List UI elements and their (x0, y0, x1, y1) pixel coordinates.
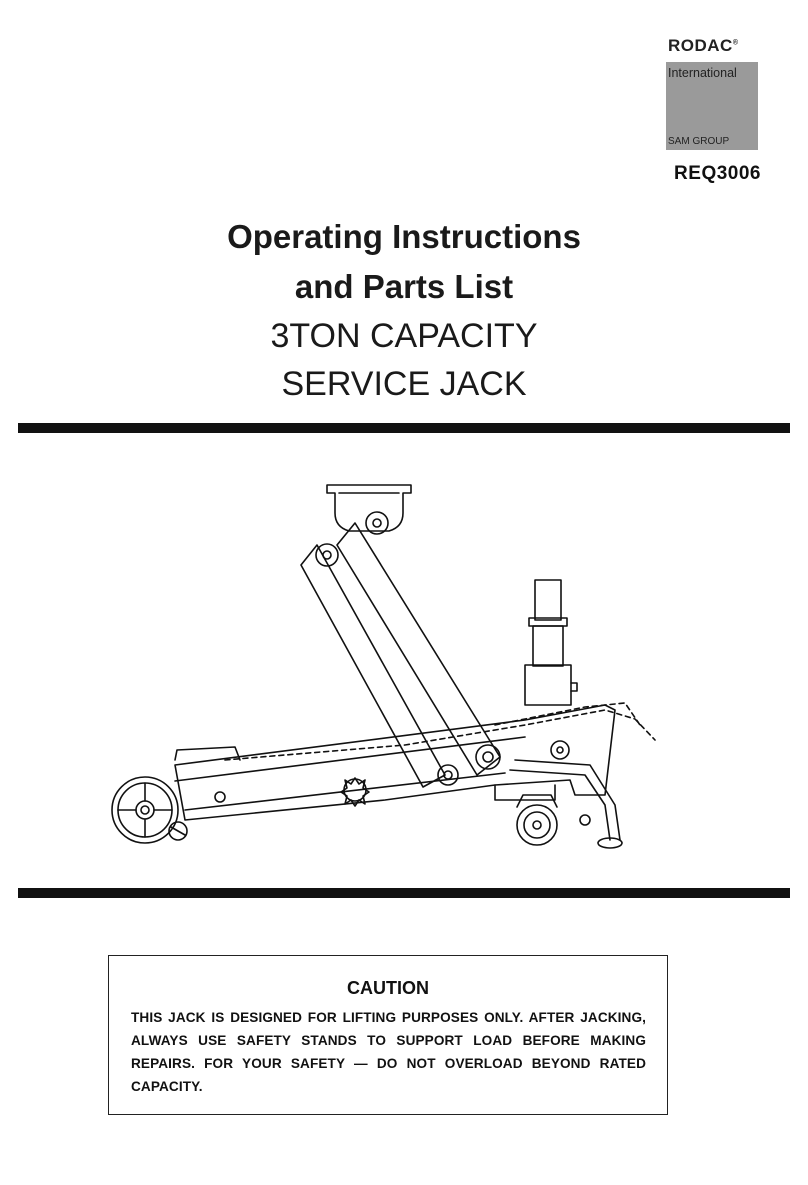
logo-group: SAM GROUP (668, 136, 730, 147)
service-jack-icon (111, 484, 656, 849)
caution-text: THIS JACK IS DESIGNED FOR LIFTING PURPOS… (131, 1010, 646, 1094)
title-line-1: Operating Instructions (227, 218, 581, 255)
logo-box: International SAM GROUP (666, 62, 758, 150)
bottom-divider (18, 888, 790, 898)
title-line-3: 3TON CAPACITY (270, 317, 538, 355)
top-divider (18, 423, 790, 433)
registered-mark: ® (732, 39, 739, 47)
caution-box: CAUTION THIS JACK IS DESIGNED FOR LIFTIN… (108, 955, 668, 1115)
logo-international: International (668, 66, 737, 80)
model-number: REQ3006 (674, 163, 761, 184)
title-line-4: SERVICE JACK (281, 365, 527, 403)
title-line-2: and Parts List (294, 268, 514, 305)
logo-brand: RODAC® (668, 36, 739, 55)
caution-heading: CAUTION (347, 978, 429, 998)
title-block: Operating Instructions and Parts List 3T… (0, 212, 808, 408)
